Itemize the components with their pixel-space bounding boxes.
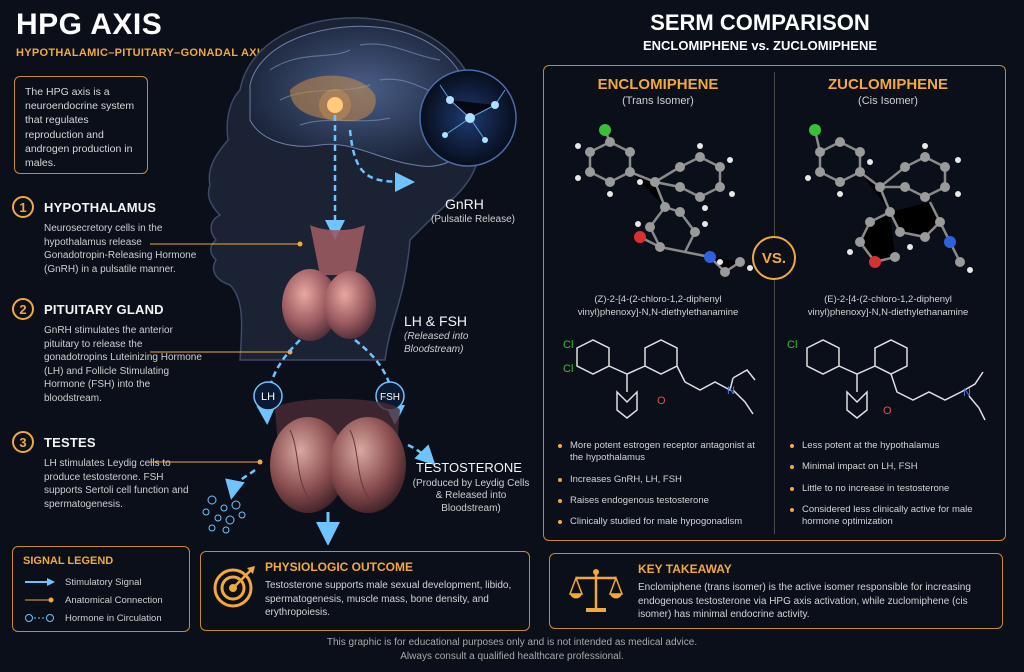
testosterone-sublabel-1: (Produced by Leydig Cells bbox=[412, 478, 530, 489]
physiologic-outcome-box: PHYSIOLOGIC OUTCOME Testosterone support… bbox=[200, 551, 530, 631]
enclomiphene-isomer: (Trans Isomer) bbox=[622, 95, 694, 107]
column-divider bbox=[774, 72, 775, 534]
lh-label: LH bbox=[261, 391, 275, 403]
list-item: Less potent at the hypothalamus bbox=[790, 440, 990, 452]
outcome-title: PHYSIOLOGIC OUTCOME bbox=[265, 560, 414, 574]
zuclomiphene-title: ZUCLOMIPHENE bbox=[828, 76, 948, 93]
hypothalamus-glow bbox=[327, 97, 343, 113]
testosterone-sublabel-2: & Released into Bloodstream) bbox=[435, 490, 507, 514]
intro-text: The HPG axis is a neuroendocrine system … bbox=[25, 86, 135, 169]
legend-item: Stimulatory Signal bbox=[23, 573, 179, 591]
takeaway-title: KEY TAKEAWAY bbox=[638, 562, 732, 576]
vs-badge: VS. bbox=[752, 236, 796, 280]
signal-legend: SIGNAL LEGEND Stimulatory Signal Anatomi… bbox=[12, 546, 190, 632]
page-title: HPG AXIS bbox=[16, 8, 163, 41]
testosterone-label: TESTOSTERONE bbox=[416, 460, 522, 475]
takeaway-text: Enclomiphene (trans isomer) is the activ… bbox=[638, 582, 971, 620]
right-testis bbox=[330, 417, 406, 513]
oxygen-atom-label: O bbox=[657, 395, 666, 407]
gnrh-release-arrow bbox=[348, 129, 415, 192]
target-icon bbox=[213, 566, 255, 608]
serm-title: SERM COMPARISON bbox=[650, 10, 870, 35]
chlorine-atom-label: Cl bbox=[563, 363, 573, 375]
left-testis bbox=[270, 417, 346, 513]
step-title: HYPOTHALAMUS bbox=[44, 199, 157, 215]
connection-line-icon bbox=[25, 597, 54, 603]
page-subtitle: HYPOTHALAMIC–PITUITARY–GONADAL AXIS bbox=[16, 47, 268, 59]
pituitary-anterior-lobe bbox=[282, 269, 338, 341]
legend-item: Anatomical Connection bbox=[23, 591, 179, 609]
hormone-circulation-icon bbox=[25, 614, 54, 622]
gnrh-sublabel: (Pulsatile Release) bbox=[431, 214, 515, 225]
enclomiphene-properties-list: More potent estrogen receptor antagonist… bbox=[558, 440, 758, 538]
list-item: More potent estrogen receptor antagonist… bbox=[558, 440, 758, 465]
zuclomiphene-skeletal-formula: Cl O N bbox=[787, 339, 986, 421]
hpg-anatomy-diagram: LH FSH bbox=[150, 17, 517, 545]
lh-fsh-label: LH & FSH bbox=[404, 313, 468, 329]
list-item: Raises endogenous testosterone bbox=[558, 495, 758, 507]
step-testes: 3 TESTES LH stimulates Leydig cells to p… bbox=[12, 431, 204, 511]
serm-comparison-panel bbox=[543, 65, 1006, 541]
list-item: Considered less clinically active for ma… bbox=[790, 504, 990, 529]
enclomiphene-skeletal-formula: Cl Cl O N bbox=[563, 339, 756, 419]
legend-item: Hormone in Circulation bbox=[23, 609, 179, 627]
step-title: PITUITARY GLAND bbox=[44, 301, 164, 317]
serm-subtitle: ENCLOMIPHENE vs. ZUCLOMIPHENE bbox=[642, 38, 878, 53]
step-hypothalamus: 1 HYPOTHALAMUS Neurosecretory cells in t… bbox=[12, 196, 204, 276]
nitrogen-atom-label: N bbox=[727, 385, 735, 397]
lh-fsh-sublabel-2: Bloodstream) bbox=[404, 344, 464, 355]
step-number: 1 bbox=[12, 196, 34, 218]
list-item: Increases GnRH, LH, FSH bbox=[558, 474, 758, 486]
nitrogen-atom-label: N bbox=[963, 387, 971, 399]
key-takeaway-box: KEY TAKEAWAY Enclomiphene (trans isomer)… bbox=[549, 553, 1003, 629]
balance-scale-icon bbox=[568, 569, 624, 612]
zuclomiphene-properties-list: Less potent at the hypothalamus Minimal … bbox=[790, 440, 990, 538]
hormone-particles bbox=[202, 495, 246, 534]
step-text: Neurosecretory cells in the hypothalamus… bbox=[44, 223, 197, 275]
stimulatory-arrow-icon bbox=[25, 578, 55, 586]
step-title: TESTES bbox=[44, 434, 96, 450]
chlorine-atom-label: Cl bbox=[787, 339, 797, 351]
outcome-text: Testosterone supports male sexual develo… bbox=[265, 580, 512, 618]
lh-fsh-sublabel-1: (Released into bbox=[404, 331, 469, 342]
zuclomiphene-iupac: (E)-2-[4-(2-chloro-1,2-diphenyl vinyl)ph… bbox=[807, 294, 969, 319]
list-item: Minimal impact on LH, FSH bbox=[790, 461, 990, 473]
step-text: GnRH stimulates the anterior pituitary t… bbox=[44, 325, 202, 404]
legend-title: SIGNAL LEGEND bbox=[23, 555, 114, 567]
enclomiphene-iupac: (Z)-2-[4-(2-chloro-1,2-diphenyl vinyl)ph… bbox=[577, 294, 739, 319]
lh-marker bbox=[253, 381, 283, 411]
oxygen-atom-label: O bbox=[883, 405, 892, 417]
enclomiphene-title: ENCLOMIPHENE bbox=[597, 76, 719, 93]
step-number: 2 bbox=[12, 298, 34, 320]
zuclomiphene-isomer: (Cis Isomer) bbox=[858, 95, 918, 107]
gnrh-label: GnRH bbox=[445, 196, 484, 212]
step-pituitary: 2 PITUITARY GLAND GnRH stimulates the an… bbox=[12, 298, 204, 405]
pituitary-posterior-lobe bbox=[324, 271, 376, 339]
zuclomiphene-3d-model bbox=[805, 124, 973, 273]
list-item: Clinically studied for male hypogonadism bbox=[558, 516, 758, 528]
list-item: Little to no increase in testosterone bbox=[790, 483, 990, 495]
intro-box: The HPG axis is a neuroendocrine system … bbox=[14, 76, 148, 174]
disclaimer: This graphic is for educational purposes… bbox=[326, 637, 698, 662]
fsh-label: FSH bbox=[380, 392, 400, 403]
step-text: LH stimulates Leydig cells to produce te… bbox=[44, 458, 189, 510]
lh-signal-line bbox=[256, 339, 301, 425]
enclomiphene-3d-model bbox=[575, 124, 753, 277]
step-number: 3 bbox=[12, 431, 34, 453]
chlorine-atom-label: Cl bbox=[563, 339, 573, 351]
